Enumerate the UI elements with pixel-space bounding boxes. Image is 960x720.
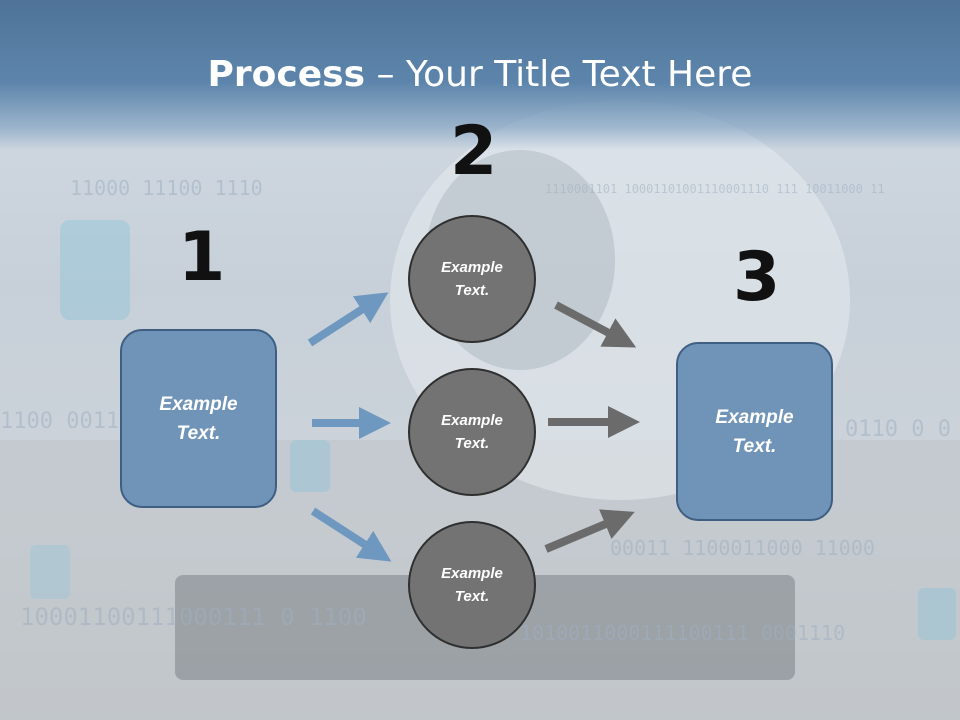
process-circle-top: Example Text. <box>408 215 536 343</box>
arrow-top-to-right <box>554 301 637 348</box>
step-number-2: 2 <box>450 112 498 191</box>
svg-text:1010011000111100111 0001110: 1010011000111100111 0001110 <box>520 621 845 645</box>
left-box-line1: Example <box>159 393 238 415</box>
svg-text:10001100111000111 0 1100: 10001100111000111 0 1100 <box>20 603 367 631</box>
step-number-3: 3 <box>733 238 781 317</box>
svg-text:1100 0011: 1100 0011 <box>0 409 119 434</box>
arrow-left-to-top <box>307 292 389 347</box>
circle-middle-line2: Text. <box>454 435 490 452</box>
svg-text:0110 0 0: 0110 0 0 <box>845 417 951 442</box>
title-band <box>0 0 960 150</box>
page-title: Process – Your Title Text Here <box>0 54 960 95</box>
title-rest: – Your Title Text Here <box>365 54 753 95</box>
circle-bottom-line2: Text. <box>454 588 490 605</box>
circle-middle-line1: Example <box>441 412 503 429</box>
circle-bottom-line1: Example <box>441 565 503 582</box>
arrow-bottom-to-right <box>544 509 635 553</box>
process-circle-bottom: Example Text. <box>408 521 536 649</box>
circle-top-line1: Example <box>441 259 503 276</box>
process-circle-middle: Example Text. <box>408 368 536 496</box>
arrow-left-to-bottom <box>310 507 392 562</box>
step-number-1: 1 <box>178 218 226 297</box>
left-box-line2: Text. <box>176 422 221 444</box>
svg-text:00011 1100011000 11000: 00011 1100011000 11000 <box>610 536 875 560</box>
right-process-box: Example Text. <box>676 342 833 521</box>
title-bold: Process <box>207 54 366 95</box>
right-box-line2: Text. <box>732 435 777 457</box>
svg-text:1110001101 100011010011100011: 1110001101 10001101001110001110 111 1001… <box>545 182 885 196</box>
right-box-line1: Example <box>715 406 794 428</box>
circle-top-line2: Text. <box>454 282 490 299</box>
svg-text:11000 11100 1110: 11000 11100 1110 <box>70 176 263 200</box>
left-process-box: Example Text. <box>120 329 277 508</box>
